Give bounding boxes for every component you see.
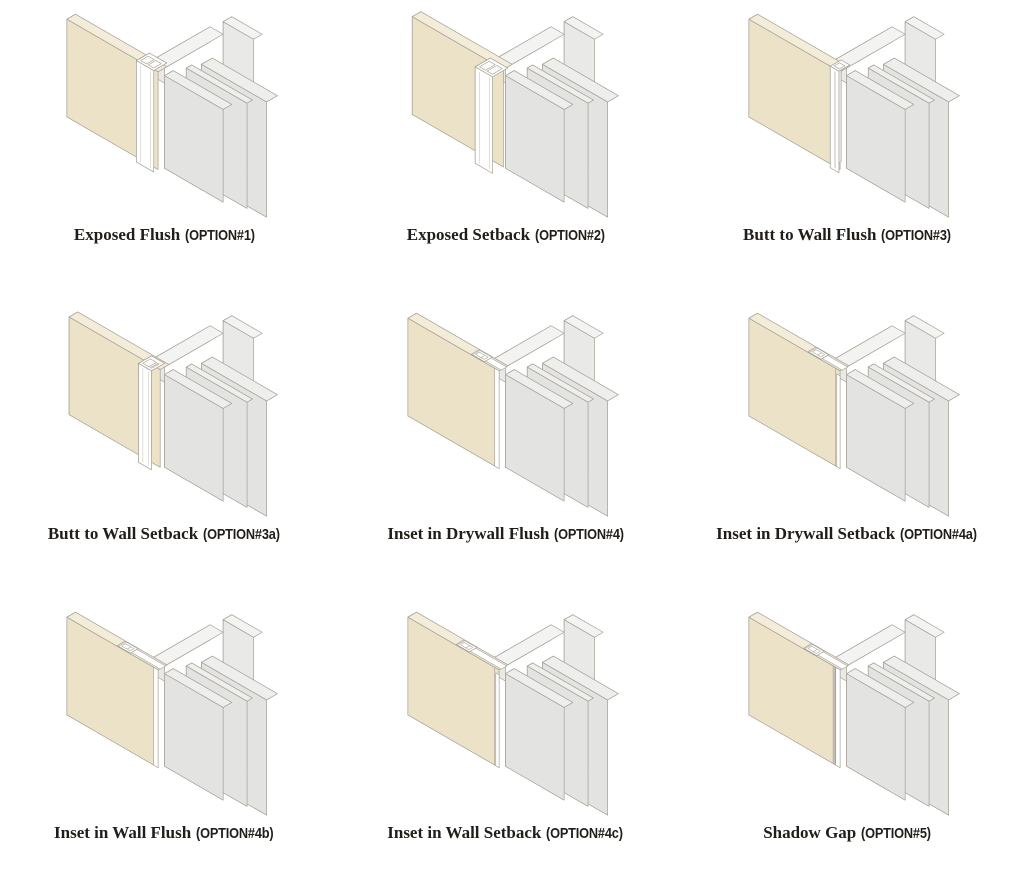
figure-caption: Inset in Wall Setback (OPTION#4c) xyxy=(387,823,636,843)
figure-title: Exposed Flush xyxy=(73,225,181,244)
isometric-diagram xyxy=(748,611,961,816)
figure-caption: Inset in Wall Flush (OPTION#4b) xyxy=(54,823,287,843)
figure-title: Inset in Wall Flush xyxy=(54,823,192,842)
option-figure: Exposed Flush (OPTION#1) xyxy=(0,2,341,254)
isometric-diagram xyxy=(748,312,961,517)
isometric-diagram xyxy=(407,312,619,517)
option-figure: Inset in Drywall Flush (OPTION#4) xyxy=(341,254,682,553)
figure-caption: Exposed Flush (OPTION#1) xyxy=(74,225,267,245)
figure-caption: Butt to Wall Flush (OPTION#3) xyxy=(743,225,964,245)
figure-title: Butt to Wall Flush xyxy=(743,225,877,244)
figure-caption: Inset in Drywall Setback (OPTION#4a) xyxy=(716,524,990,544)
figure-caption: Inset in Drywall Flush (OPTION#4) xyxy=(387,524,636,544)
isometric-diagram xyxy=(411,11,619,218)
option-figure: Shadow Gap (OPTION#5) xyxy=(683,553,1024,852)
figure-caption: Exposed Setback (OPTION#2) xyxy=(407,225,617,245)
figure-caption: Butt to Wall Setback (OPTION#3a) xyxy=(48,524,294,544)
figure-option-tag: (OPTION#5) xyxy=(861,825,932,842)
figure-title: Exposed Setback xyxy=(406,225,531,244)
option-figure: Exposed Setback (OPTION#2) xyxy=(341,2,682,254)
isometric-diagram xyxy=(68,311,278,517)
figure-option-tag: (OPTION#4) xyxy=(554,526,625,543)
figure-option-tag: (OPTION#3) xyxy=(881,227,952,244)
figure-title: Inset in Drywall Flush xyxy=(387,524,550,543)
figure-caption: Shadow Gap (OPTION#5) xyxy=(763,823,943,843)
isometric-diagram xyxy=(66,611,278,816)
figure-option-tag: (OPTION#1) xyxy=(185,227,256,244)
figure-option-tag: (OPTION#4c) xyxy=(546,825,624,842)
option-figure: Butt to Wall Flush (OPTION#3) xyxy=(683,2,1024,254)
option-figure: Butt to Wall Setback (OPTION#3a) xyxy=(0,254,341,553)
figure-option-tag: (OPTION#4b) xyxy=(196,825,274,842)
isometric-diagram xyxy=(66,13,278,218)
figure-title: Butt to Wall Setback xyxy=(47,524,199,543)
figure-title: Shadow Gap xyxy=(763,823,857,842)
option-figure: Inset in Drywall Setback (OPTION#4a) xyxy=(683,254,1024,553)
figure-title: Inset in Wall Setback xyxy=(387,823,542,842)
figure-option-tag: (OPTION#3a) xyxy=(203,526,280,543)
figure-option-tag: (OPTION#2) xyxy=(535,227,605,244)
option-figure: Inset in Wall Setback (OPTION#4c) xyxy=(341,553,682,852)
figure-title: Inset in Drywall Setback xyxy=(716,524,896,543)
isometric-diagram xyxy=(407,611,619,816)
isometric-diagram xyxy=(748,13,961,218)
figure-option-tag: (OPTION#4a) xyxy=(900,526,977,543)
option-figure: Inset in Wall Flush (OPTION#4b) xyxy=(0,553,341,852)
